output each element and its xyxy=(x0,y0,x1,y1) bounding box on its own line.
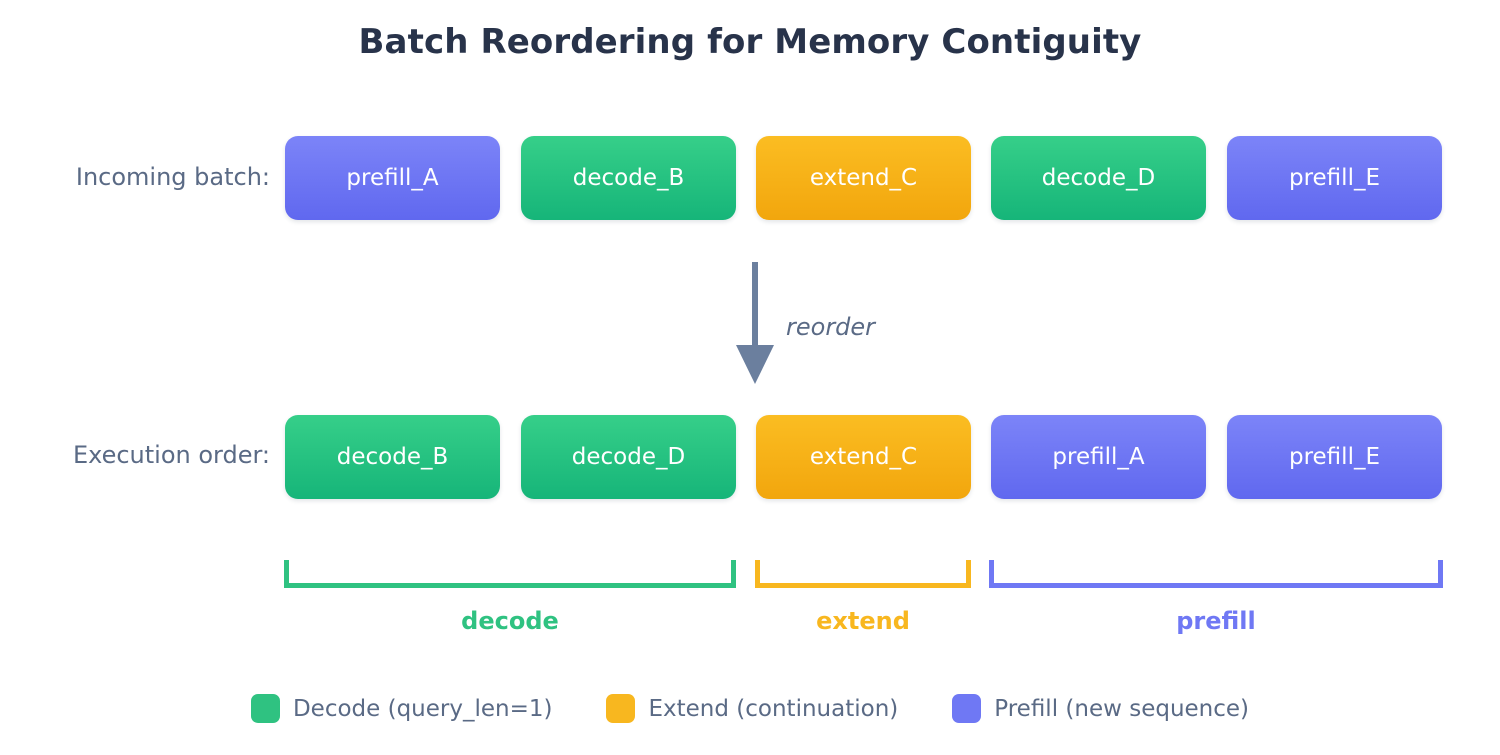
sequence-box-label: extend_C xyxy=(809,165,918,191)
legend-item-extend: Extend (continuation) xyxy=(606,694,898,723)
legend: Decode (query_len=1) Extend (continuation… xyxy=(0,694,1500,723)
reorder-label: reorder xyxy=(786,313,876,341)
sequence-box-extend_C[interactable]: extend_C xyxy=(756,136,971,220)
sequence-box-label: prefill_A xyxy=(1052,444,1145,470)
group-label-extend: extend xyxy=(816,607,910,635)
sequence-box-label: prefill_E xyxy=(1288,165,1380,191)
legend-item-decode: Decode (query_len=1) xyxy=(250,694,553,723)
group-label-decode: decode xyxy=(461,607,559,635)
group-bracket-decode xyxy=(284,560,736,588)
legend-label: Decode (query_len=1) xyxy=(292,695,553,722)
sequence-box-label: decode_B xyxy=(336,444,449,470)
incoming-batch-label: Incoming batch: xyxy=(75,163,270,191)
sequence-box-prefill_E[interactable]: prefill_E xyxy=(1227,415,1442,499)
sequence-box-label: decode_B xyxy=(572,165,685,191)
group-bracket-prefill xyxy=(989,560,1443,588)
legend-label: Extend (continuation) xyxy=(648,695,899,722)
legend-swatch-prefill xyxy=(952,694,982,723)
sequence-box-prefill_E[interactable]: prefill_E xyxy=(1227,136,1442,220)
sequence-box-label: prefill_E xyxy=(1288,444,1380,470)
sequence-box-decode_D[interactable]: decode_D xyxy=(521,415,736,499)
reorder-arrow-icon xyxy=(700,262,820,387)
sequence-box-decode_B[interactable]: decode_B xyxy=(521,136,736,220)
legend-swatch-decode xyxy=(250,694,280,723)
group-label-prefill: prefill xyxy=(1176,607,1256,635)
sequence-box-extend_C[interactable]: extend_C xyxy=(756,415,971,499)
sequence-box-prefill_A[interactable]: prefill_A xyxy=(285,136,500,220)
sequence-box-decode_B[interactable]: decode_B xyxy=(285,415,500,499)
group-bracket-extend xyxy=(755,560,971,588)
sequence-box-decode_D[interactable]: decode_D xyxy=(991,136,1206,220)
sequence-box-label: decode_D xyxy=(1041,165,1156,191)
legend-item-prefill: Prefill (new sequence) xyxy=(952,694,1249,723)
legend-swatch-extend xyxy=(606,694,636,723)
sequence-box-label: decode_D xyxy=(571,444,686,470)
sequence-box-prefill_A[interactable]: prefill_A xyxy=(991,415,1206,499)
page-title: Batch Reordering for Memory Contiguity xyxy=(358,22,1142,62)
execution-order-label: Execution order: xyxy=(72,441,270,469)
legend-label: Prefill (new sequence) xyxy=(994,695,1250,722)
sequence-box-label: extend_C xyxy=(809,444,918,470)
sequence-box-label: prefill_A xyxy=(346,165,439,191)
